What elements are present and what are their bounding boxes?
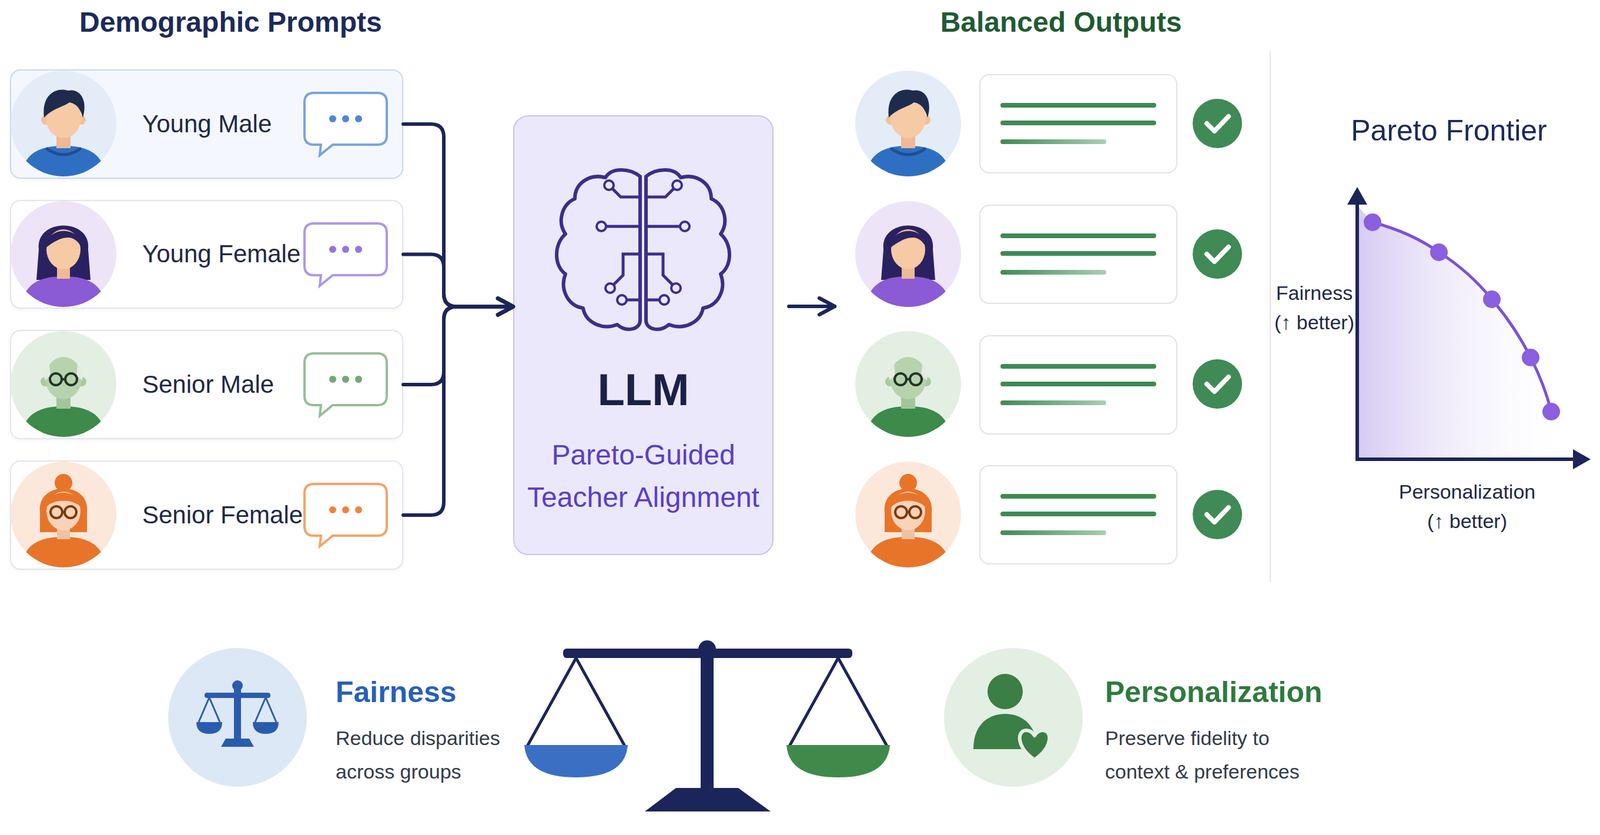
prompt-card: Young Female xyxy=(9,199,404,309)
balance-scale xyxy=(524,640,890,812)
avatar-senior-male xyxy=(10,330,117,440)
axis-arrowhead xyxy=(1347,186,1368,205)
axis-arrowhead xyxy=(1572,449,1591,470)
pareto-chart xyxy=(1347,186,1591,470)
node-title: Young Female xyxy=(142,239,301,269)
output-cards xyxy=(979,74,1177,564)
merge-connector xyxy=(403,306,514,515)
fairness-icon xyxy=(221,738,254,747)
llm-box: LLM Pareto-Guided Teacher Alignment xyxy=(513,115,774,555)
speech-bubble xyxy=(304,353,387,416)
fairness-icon xyxy=(252,721,279,734)
fairness-icon xyxy=(168,647,307,787)
prompt-card: Senior Male xyxy=(9,329,404,440)
avatar-young-female xyxy=(855,201,962,310)
prompt-avatars xyxy=(10,70,117,571)
chart-area xyxy=(1357,205,1558,460)
feature-description: Preserve fidelity to context & preferenc… xyxy=(1105,721,1317,789)
personalization-icon xyxy=(944,647,1083,787)
balance-scale xyxy=(527,657,887,745)
prompt-card: Young Male xyxy=(9,69,404,179)
avatar-young-male xyxy=(855,70,962,180)
node-title: Senior Male xyxy=(142,369,274,400)
text-group: LLM Pareto-Guided Teacher Alignment xyxy=(520,363,767,519)
section-heading: Balanced Outputs xyxy=(884,5,1238,39)
icon-circle xyxy=(944,647,1083,787)
feature-description: Reduce disparities across groups xyxy=(335,721,536,789)
pareto-curve xyxy=(1372,222,1552,412)
merge-connector xyxy=(403,306,514,385)
check-mark xyxy=(1192,359,1243,409)
feature-title: Fairness xyxy=(335,674,571,710)
text-group: Young Female xyxy=(142,239,301,269)
node-subtitle: Pareto-Guided Teacher Alignment xyxy=(520,433,767,519)
chart-title: Pareto Frontier xyxy=(1301,111,1596,150)
feature-title: Personalization xyxy=(1105,674,1399,710)
check-mark xyxy=(1192,229,1243,279)
axis-label: Fairness (↑ better) xyxy=(1265,278,1364,337)
personalization-icon xyxy=(1019,730,1050,760)
pareto-point xyxy=(1483,290,1501,309)
fairness-icon xyxy=(204,692,271,698)
balance-scale xyxy=(700,653,714,790)
y-axis xyxy=(1355,196,1360,460)
avatar-senior-male xyxy=(855,330,962,440)
merge-connector xyxy=(403,124,514,307)
check-mark xyxy=(1192,98,1243,149)
fairness-icon xyxy=(233,687,241,740)
balance-scale xyxy=(524,744,628,778)
speech-bubble xyxy=(304,223,387,286)
avatar-young-male xyxy=(10,70,117,180)
avatar-senior-female xyxy=(855,461,962,571)
node-title: LLM xyxy=(520,363,767,417)
output-card xyxy=(979,465,1177,564)
fairness-icon xyxy=(196,721,223,734)
avatar-senior-female xyxy=(10,461,117,571)
text-group: Senior Male xyxy=(142,369,274,400)
personalization-icon xyxy=(973,713,1037,749)
section-heading: Demographic Prompts xyxy=(79,5,491,39)
prompt-card: Senior Female xyxy=(9,460,404,570)
fairness-icon xyxy=(232,680,243,691)
check-mark xyxy=(1192,489,1243,540)
brain-icon xyxy=(556,169,730,330)
output-avatars xyxy=(855,70,962,571)
x-axis xyxy=(1355,457,1581,461)
node-title: Senior Female xyxy=(142,500,303,530)
text-group: Senior Female xyxy=(142,500,303,530)
node-title: Young Male xyxy=(142,109,272,139)
icon-circle xyxy=(168,647,307,787)
output-arrow xyxy=(788,304,835,309)
check-marks xyxy=(1192,98,1243,540)
balance-scale xyxy=(563,648,853,658)
brain-half xyxy=(556,169,641,330)
pareto-point xyxy=(1430,243,1448,261)
text-group: Young Male xyxy=(142,109,272,139)
speech-bubble xyxy=(304,483,387,547)
merge-connector xyxy=(403,254,514,307)
output-card xyxy=(979,335,1177,434)
fairness-icon xyxy=(198,697,277,722)
speech-bubble xyxy=(304,92,387,156)
pareto-point xyxy=(1521,348,1540,367)
divider-line xyxy=(1269,51,1271,582)
balance-scale xyxy=(786,744,890,778)
brain-half xyxy=(645,169,730,330)
speech-bubbles xyxy=(304,92,387,547)
balance-scale xyxy=(644,787,771,812)
output-card xyxy=(979,74,1177,173)
pareto-point xyxy=(1542,402,1561,421)
avatar-young-female xyxy=(10,201,117,310)
balance-scale xyxy=(698,640,716,658)
personalization-icon xyxy=(987,673,1023,709)
output-card xyxy=(979,205,1177,304)
pareto-point xyxy=(1363,213,1382,232)
axis-label: Personalization (↑ better) xyxy=(1390,476,1544,536)
